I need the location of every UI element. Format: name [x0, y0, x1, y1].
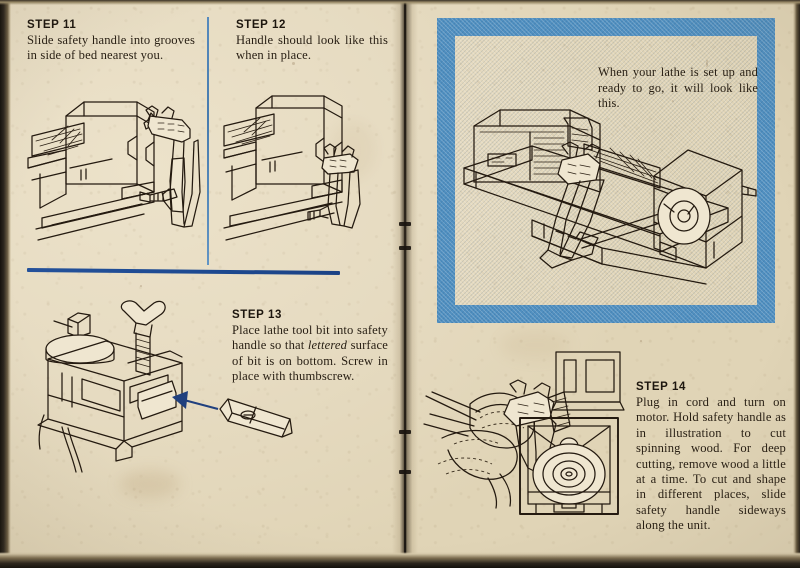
- step-13-body-part1: Place lathe tool bit into safety handle …: [232, 323, 388, 353]
- staple-mark: [399, 470, 411, 474]
- step-11-block: STEP 11 Slide safety handle into grooves…: [27, 19, 195, 64]
- page-edge-top: [0, 0, 800, 5]
- step-13-body: Place lathe tool bit into safety handle …: [232, 323, 388, 385]
- insert-direction-arrow-icon: [172, 391, 219, 410]
- step-14-body: Plug in cord and turn on motor. Hold saf…: [636, 395, 786, 533]
- staple-mark: [399, 246, 411, 250]
- illus-step-13: [32, 297, 302, 473]
- illus-step-11: [22, 96, 212, 261]
- illus-step-12: [223, 92, 400, 252]
- staple-mark: [399, 222, 411, 226]
- step-11-body: Slide safety handle into grooves in side…: [27, 33, 195, 63]
- callout-text-block: When your lathe is set up and ready to g…: [598, 65, 758, 112]
- step-13-body-part2: surface of bit is on bottom. Screw in pl…: [232, 338, 388, 384]
- step-13-heading: STEP 13: [232, 309, 283, 321]
- column-divider-rule: [207, 17, 209, 265]
- illus-step-14: [423, 351, 634, 537]
- page-edge-bottom: [0, 552, 800, 568]
- page-edge-right: [793, 0, 800, 568]
- step-12-heading: STEP 12: [236, 19, 287, 31]
- step-14-block: STEP 14 Plug in cord and turn on motor. …: [636, 381, 786, 534]
- step-11-heading: STEP 11: [27, 19, 77, 31]
- book-gutter-fold: [404, 0, 406, 568]
- callout-text: When your lathe is set up and ready to g…: [598, 65, 758, 111]
- step-13-body-emphasis: lettered: [307, 338, 348, 353]
- staple-mark: [399, 430, 411, 434]
- step-12-body: Handle should look like this when in pla…: [236, 33, 388, 63]
- step-13-block: STEP 13 Place lathe tool bit into safety…: [232, 309, 388, 385]
- illus-assembled-lathe: [460, 88, 760, 288]
- step-12-block: STEP 12 Handle should look like this whe…: [236, 19, 388, 64]
- page-edge-left: [0, 0, 11, 568]
- step-14-heading: STEP 14: [636, 381, 687, 393]
